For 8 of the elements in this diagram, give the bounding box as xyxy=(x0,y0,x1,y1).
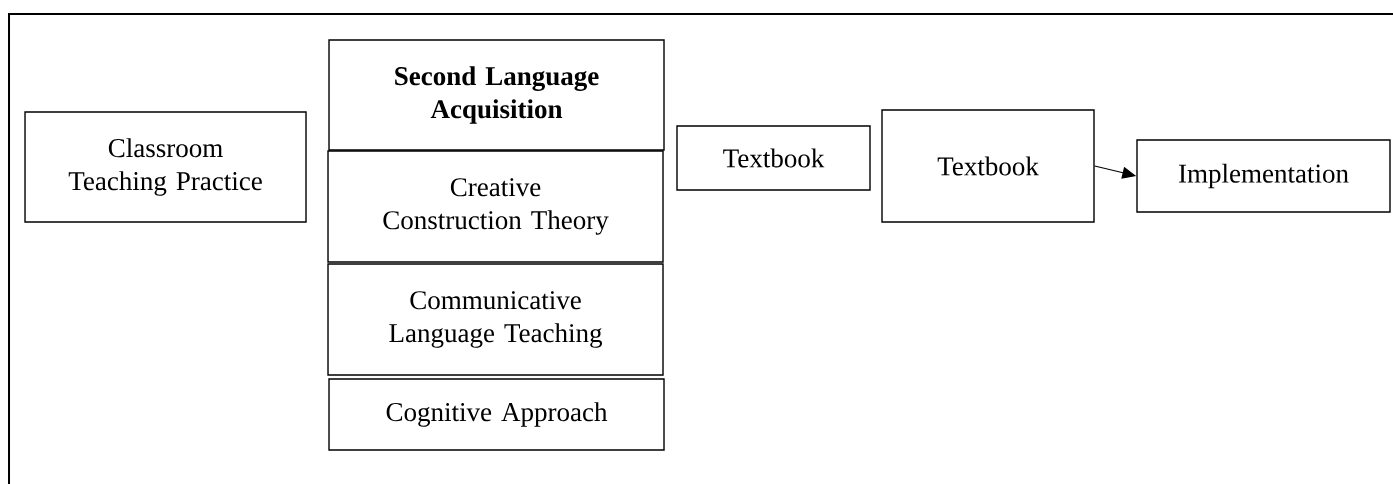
text-box: Communicative Language Teaching xyxy=(327,263,664,376)
text-box: Second Language Acquisition xyxy=(328,39,665,151)
text-box: Implementation xyxy=(1136,139,1391,213)
text-box: Cognitive Approach xyxy=(328,378,665,451)
text-box: Textbook xyxy=(881,109,1095,223)
text-box: Classroom Teaching Practice xyxy=(24,111,307,223)
text-box: Creative Construction Theory xyxy=(327,150,664,263)
text-box: Textbook xyxy=(676,125,871,191)
